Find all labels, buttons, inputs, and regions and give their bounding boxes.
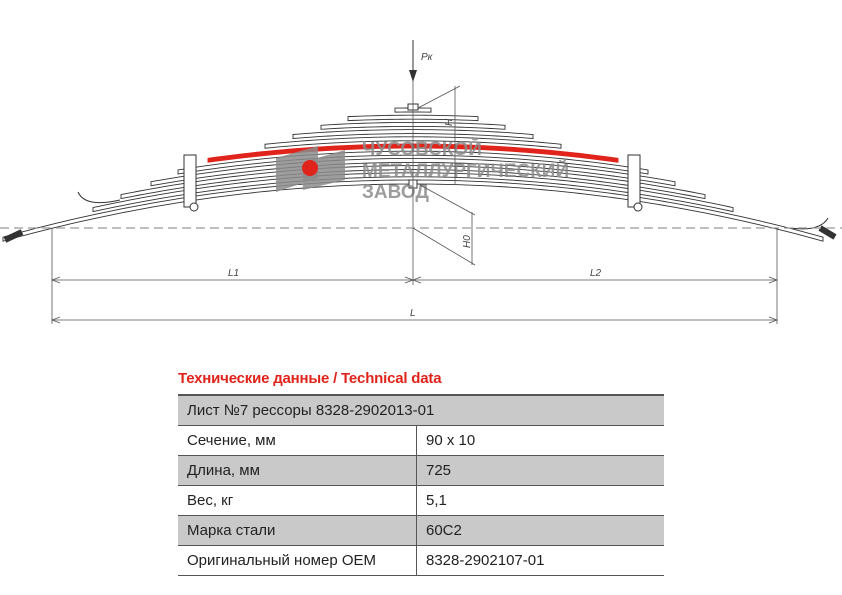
spring-hook — [77, 191, 121, 204]
l-label: L — [410, 308, 416, 319]
spring-eye — [818, 225, 837, 240]
svg-text:МЕТАЛЛУРГИЧЕСКИЙ: МЕТАЛЛУРГИЧЕСКИЙ — [362, 160, 569, 182]
technical-data-title: Технические данные / Technical data — [178, 370, 442, 387]
spring-eye — [3, 229, 24, 243]
technical-data-table: Лист №7 рессоры 8328-2902013-01 Сечение,… — [178, 394, 664, 576]
clamp-bolt — [189, 202, 199, 212]
load-arrow — [409, 40, 417, 82]
row-value: 60С2 — [416, 515, 664, 546]
dimension-lines — [0, 40, 842, 324]
row-label: Оригинальный номер ОЕМ — [178, 545, 417, 576]
table-header-row: Лист №7 рессоры 8328-2902013-01 — [178, 394, 664, 426]
l2-label: L2 — [590, 268, 602, 279]
row-value: 725 — [416, 455, 664, 486]
row-label: Марка стали — [178, 515, 417, 546]
row-value: 90 x 10 — [416, 425, 664, 456]
leaf-spring-drawing: ЧУСОВСКОЙ МЕТАЛЛУРГИЧЕСКИЙ ЗАВОД Pк H H0 — [0, 40, 842, 324]
l1-label: L1 — [228, 268, 239, 279]
row-value: 5,1 — [416, 485, 664, 516]
spring-leaf — [264, 136, 562, 149]
row-value: 8328-2902107-01 — [416, 545, 664, 576]
row-label: Вес, кг — [178, 485, 417, 516]
leaf-clamp — [183, 154, 197, 208]
load-label: Pк — [421, 52, 434, 63]
height0-label: H0 — [462, 235, 473, 248]
leaf-clamp — [627, 154, 641, 208]
row-label: Сечение, мм — [178, 425, 417, 456]
spring-leaf — [292, 129, 534, 139]
clamp-bolt — [633, 202, 643, 212]
height-label: H — [444, 118, 455, 126]
table-header: Лист №7 рессоры 8328-2902013-01 — [178, 394, 664, 426]
svg-text:ЗАВОД: ЗАВОД — [362, 182, 429, 203]
svg-text:ЧУСОВСКОЙ: ЧУСОВСКОЙ — [362, 138, 482, 160]
watermark-logo: ЧУСОВСКОЙ МЕТАЛЛУРГИЧЕСКИЙ ЗАВОД — [276, 138, 569, 203]
row-label: Длина, мм — [178, 455, 417, 486]
